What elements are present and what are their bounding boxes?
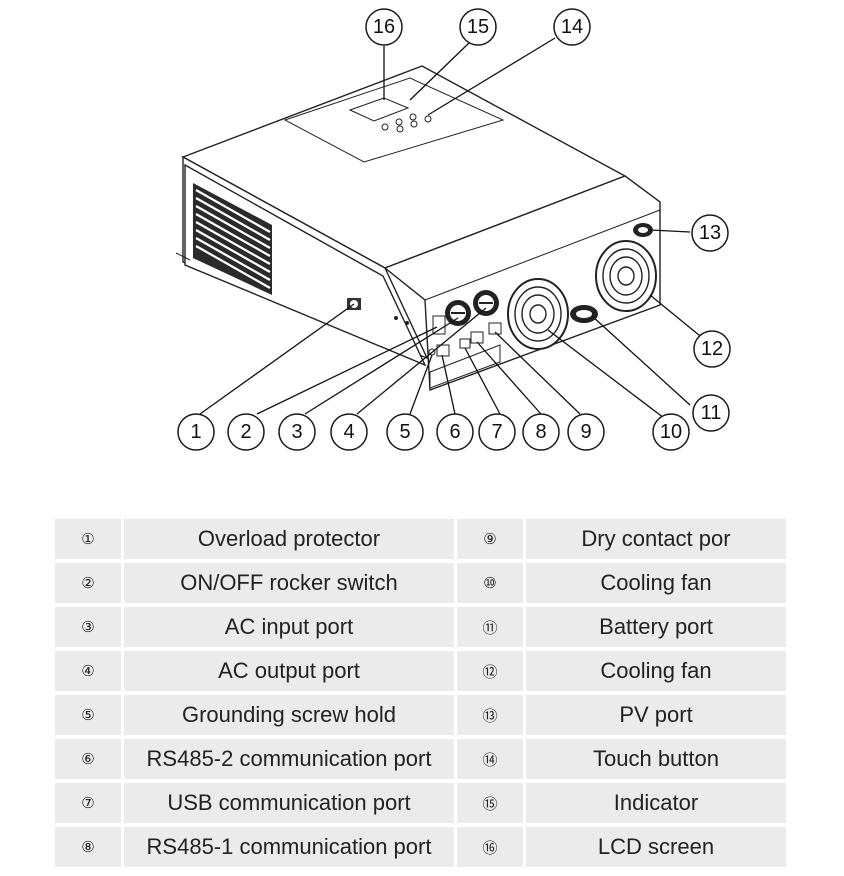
callout-11: 11: [692, 394, 730, 432]
legend-row: ③ AC input port ⑪ Battery port: [55, 607, 786, 647]
parts-legend-table: ① Overload protector ⑨ Dry contact por ②…: [52, 515, 789, 871]
legend-number: ③: [55, 607, 121, 647]
battery-port: [570, 305, 598, 323]
legend-number: ⑪: [457, 607, 523, 647]
legend-row: ⑤ Grounding screw hold ⑬ PV port: [55, 695, 786, 735]
legend-number: ⑭: [457, 739, 523, 779]
legend-number: ⑥: [55, 739, 121, 779]
callout-12: 12: [693, 330, 731, 368]
legend-label: Overload protector: [124, 519, 454, 559]
callout-3: 3: [278, 413, 316, 451]
callout-16: 16: [365, 8, 403, 46]
legend-label: Touch button: [526, 739, 786, 779]
legend-label: AC input port: [124, 607, 454, 647]
callout-14: 14: [553, 8, 591, 46]
pv-port: [633, 223, 653, 237]
svg-text:1: 1: [190, 421, 201, 443]
legend-label: ON/OFF rocker switch: [124, 563, 454, 603]
legend-label: USB communication port: [124, 783, 454, 823]
side-vent-grille: [193, 183, 272, 295]
callout-7: 7: [478, 413, 516, 451]
legend-label: LCD screen: [526, 827, 786, 867]
svg-text:12: 12: [701, 338, 723, 360]
legend-number: ⑦: [55, 783, 121, 823]
svg-text:6: 6: [449, 421, 460, 443]
svg-text:3: 3: [291, 421, 302, 443]
legend-label: Cooling fan: [526, 651, 786, 691]
svg-text:2: 2: [240, 421, 251, 443]
legend-row: ② ON/OFF rocker switch ⑩ Cooling fan: [55, 563, 786, 603]
cooling-fan-12: [595, 240, 657, 312]
rs485-2-port: [436, 344, 450, 357]
legend-number: ⑫: [457, 651, 523, 691]
svg-text:10: 10: [660, 421, 682, 443]
legend-number: ④: [55, 651, 121, 691]
svg-text:7: 7: [491, 421, 502, 443]
legend-label: Indicator: [526, 783, 786, 823]
legend-label: RS485-1 communication port: [124, 827, 454, 867]
touch-buttons: [381, 113, 432, 133]
svg-text:9: 9: [580, 421, 591, 443]
ac-input-port: [445, 300, 471, 326]
callout-8: 8: [522, 413, 560, 451]
svg-text:14: 14: [561, 16, 583, 38]
legend-label: Battery port: [526, 607, 786, 647]
dry-contact-port: [488, 322, 502, 335]
legend-label: PV port: [526, 695, 786, 735]
mounting-flange: [175, 252, 191, 261]
callout-5: 5: [386, 413, 424, 451]
leader-lines: [199, 37, 706, 419]
ac-output-port: [473, 290, 499, 316]
legend-row: ④ AC output port ⑫ Cooling fan: [55, 651, 786, 691]
inverter-diagram: 1 2 3 4 5 6 7 8 9 10 11 12 13 14 15 16: [175, 8, 731, 451]
svg-text:11: 11: [701, 402, 722, 424]
legend-row: ⑥ RS485-2 communication port ⑭ Touch but…: [55, 739, 786, 779]
front-panel-bezel: [283, 77, 505, 163]
callout-4: 4: [330, 413, 368, 451]
legend-label: Cooling fan: [526, 563, 786, 603]
svg-text:16: 16: [373, 16, 395, 38]
legend-row: ① Overload protector ⑨ Dry contact por: [55, 519, 786, 559]
legend-label: Dry contact por: [526, 519, 786, 559]
legend-number: ⑮: [457, 783, 523, 823]
legend-number: ⑩: [457, 563, 523, 603]
callout-1: 1: [177, 413, 215, 451]
legend-row: ⑦ USB communication port ⑮ Indicator: [55, 783, 786, 823]
rs485-1-port: [470, 331, 484, 344]
legend-number: ⑯: [457, 827, 523, 867]
legend-label: RS485-2 communication port: [124, 739, 454, 779]
legend-number: ⑧: [55, 827, 121, 867]
legend-number: ①: [55, 519, 121, 559]
svg-text:5: 5: [399, 421, 410, 443]
svg-text:13: 13: [699, 222, 721, 244]
callout-9: 9: [567, 413, 605, 451]
svg-text:8: 8: [535, 421, 546, 443]
legend-number: ⑤: [55, 695, 121, 735]
lcd-screen-outline: [348, 97, 410, 122]
svg-text:4: 4: [343, 421, 354, 443]
callout-2: 2: [227, 413, 265, 451]
legend-number: ②: [55, 563, 121, 603]
legend-number: ⑬: [457, 695, 523, 735]
callout-10: 10: [652, 413, 690, 451]
cooling-fan-10: [507, 278, 569, 350]
callout-6: 6: [436, 413, 474, 451]
callout-13: 13: [691, 214, 729, 252]
svg-text:15: 15: [467, 16, 489, 38]
legend-row: ⑧ RS485-1 communication port ⑯ LCD scree…: [55, 827, 786, 867]
legend-number: ⑨: [457, 519, 523, 559]
legend-label: Grounding screw hold: [124, 695, 454, 735]
callout-15: 15: [459, 8, 497, 46]
rocker-switch: [432, 315, 446, 335]
legend-label: AC output port: [124, 651, 454, 691]
